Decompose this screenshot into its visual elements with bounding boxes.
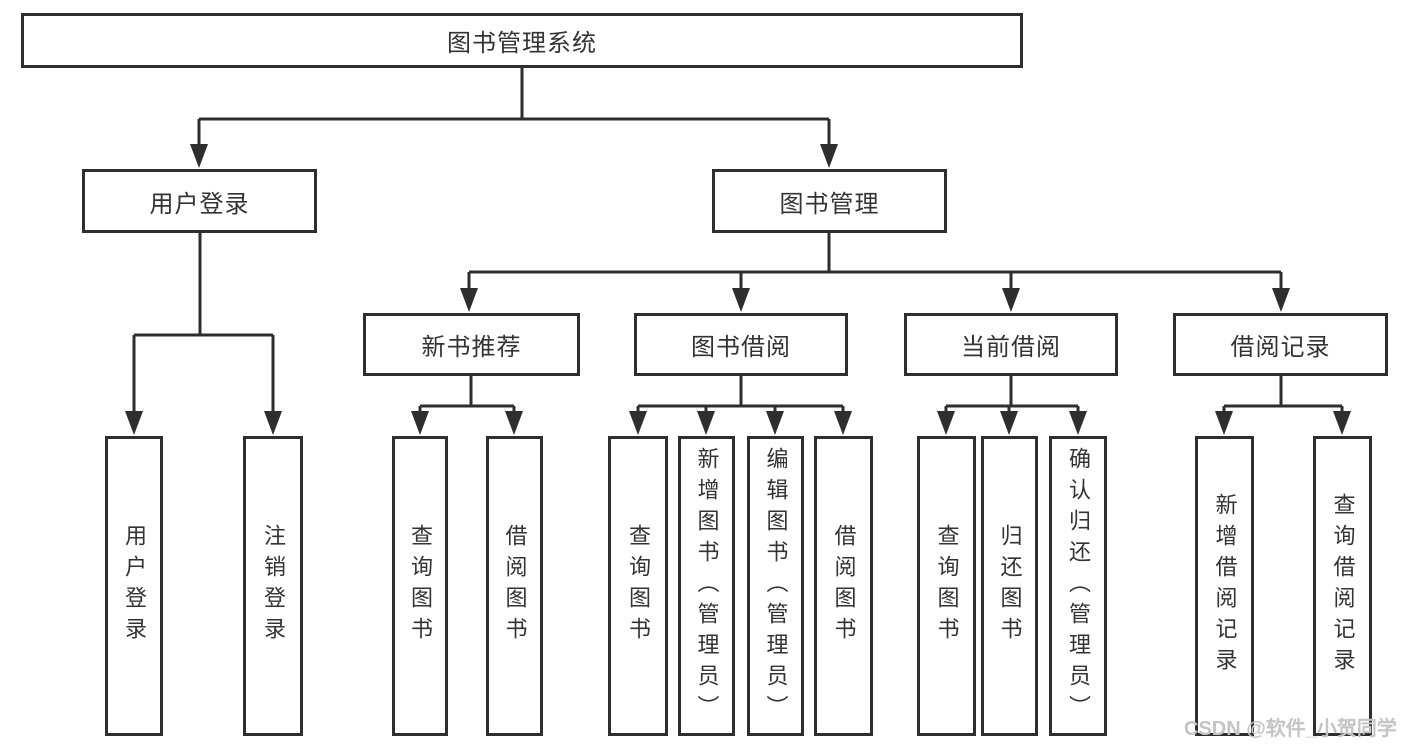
watermark: CSDN @软件_小贺同学 xyxy=(1184,718,1397,740)
node-borrow-query-books: 查询图书 xyxy=(608,436,668,736)
node-user-login-label: 用户登录 xyxy=(122,524,147,648)
edge-borrow-to-leaves xyxy=(629,376,852,435)
node-current-query-books: 查询图书 xyxy=(917,436,976,736)
edge-root-to-level2 xyxy=(190,68,838,168)
node-borrow-borrow-books: 借阅图书 xyxy=(814,436,873,736)
node-logout: 注销登录 xyxy=(243,436,303,736)
node-records-add-record: 新增借阅记录 xyxy=(1195,436,1254,736)
node-borrow-edit-book-admin-label: 编辑图书（管理员） xyxy=(763,446,789,726)
node-library-system-label: 图书管理系统 xyxy=(447,30,597,57)
node-borrow-add-book-admin-label: 新增图书（管理员） xyxy=(694,446,720,726)
node-records-query-record: 查询借阅记录 xyxy=(1313,436,1372,736)
edge-user-login-to-leaves xyxy=(125,233,282,435)
node-current-return-books: 归还图书 xyxy=(981,436,1038,736)
node-borrow-add-book-admin: 新增图书（管理员） xyxy=(678,436,735,736)
node-user-login-group-label: 用户登录 xyxy=(149,190,250,218)
node-user-login-group: 用户登录 xyxy=(82,169,317,233)
node-borrow-borrow-books-label: 借阅图书 xyxy=(831,524,857,648)
edge-records-to-leaves xyxy=(1215,376,1351,435)
node-recommend-query-books: 查询图书 xyxy=(392,436,448,736)
node-current-return-books-label: 归还图书 xyxy=(997,524,1023,648)
node-borrowing-records-label: 借阅记录 xyxy=(1230,334,1331,361)
edge-current-to-leaves xyxy=(937,376,1087,435)
node-recommend-borrow-books: 借阅图书 xyxy=(486,436,543,736)
node-recommend-borrow-books-label: 借阅图书 xyxy=(502,524,528,648)
node-library-system: 图书管理系统 xyxy=(21,13,1023,68)
node-records-query-record-label: 查询借阅记录 xyxy=(1330,493,1356,679)
node-book-management-label: 图书管理 xyxy=(779,190,880,218)
node-logout-label: 注销登录 xyxy=(261,524,286,648)
node-current-query-books-label: 查询图书 xyxy=(934,524,960,648)
node-borrow-query-books-label: 查询图书 xyxy=(626,524,651,648)
node-current-borrowing: 当前借阅 xyxy=(904,313,1118,376)
node-current-confirm-return-admin: 确认归还（管理员） xyxy=(1049,436,1107,736)
node-recommend-query-books-label: 查询图书 xyxy=(408,524,433,648)
node-current-borrowing-label: 当前借阅 xyxy=(961,334,1061,361)
node-book-borrowing: 图书借阅 xyxy=(634,313,848,376)
edge-book-management-to-level3 xyxy=(460,233,1290,312)
node-new-book-recommend-label: 新书推荐 xyxy=(421,334,522,361)
node-book-management: 图书管理 xyxy=(712,169,947,233)
node-borrowing-records: 借阅记录 xyxy=(1173,313,1388,376)
node-user-login: 用户登录 xyxy=(105,436,163,736)
node-records-add-record-label: 新增借阅记录 xyxy=(1212,493,1238,679)
node-new-book-recommend: 新书推荐 xyxy=(363,313,580,376)
node-current-confirm-return-admin-label: 确认归还（管理员） xyxy=(1066,446,1091,726)
node-book-borrowing-label: 图书借阅 xyxy=(691,334,791,361)
edge-recommend-to-leaves xyxy=(411,376,523,435)
node-borrow-edit-book-admin: 编辑图书（管理员） xyxy=(747,436,804,736)
